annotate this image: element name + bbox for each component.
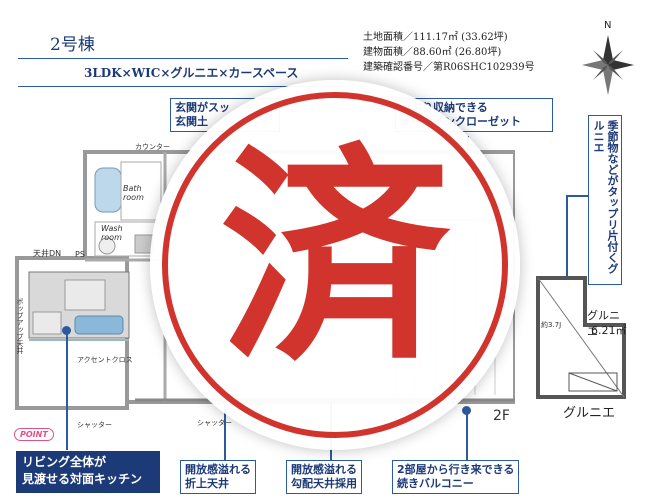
header-rule-top <box>18 58 348 59</box>
callout-entrance-line2: 玄関土 <box>175 115 208 128</box>
ceiling-fold-pointer <box>224 400 226 460</box>
callout-ceiling-slope-line1: 開放感溢れる <box>291 463 357 476</box>
callout-ceiling-fold-line2: 折上天井 <box>185 477 229 490</box>
callout-balcony-line2: 続きバルコニー <box>397 477 474 490</box>
header-rule-bottom <box>18 86 348 87</box>
callout-balcony: 2部屋から行き来できる 続きバルコニー <box>392 460 520 494</box>
point-callout: リビング全体が 見渡せる対面キッチン <box>16 451 160 493</box>
balcony-pointer <box>466 410 468 460</box>
ps-label: PS <box>75 250 85 259</box>
building-number: 2号棟 <box>50 35 95 55</box>
accent-cross-label: アクセントクロス <box>77 356 133 364</box>
building-area: 建物面積／88.60㎡ (26.80坪) <box>363 47 502 58</box>
gurunie-size: 約3.7J <box>541 321 562 329</box>
balcony-pointer-dot <box>462 406 471 415</box>
point-pointer-line <box>66 330 68 450</box>
shutter-label-1: シャッター <box>77 421 112 429</box>
land-area: 土地面積／111.17㎡ (33.62坪) <box>363 32 508 43</box>
permit-number: 建築確認番号／第R06SHC102939号 <box>363 62 535 73</box>
bath-label: Bath room <box>123 184 144 202</box>
layout-description: 3LDK×WIC×グルニエ×カースペース <box>84 66 299 80</box>
gurunie-room: 約3.7J グルニエ 6.21㎡ <box>535 275 627 400</box>
gurunie-area: 6.21㎡ <box>591 324 627 337</box>
callout-gurunie-pointer <box>568 195 588 197</box>
callout-entrance-line1: 玄関がスッ <box>175 101 230 114</box>
point-line1: リビング全体が <box>22 455 107 469</box>
compass-north-label: N <box>604 20 612 31</box>
callout-ceiling-fold-line1: 開放感溢れる <box>185 463 251 476</box>
wash-label: Wash room <box>101 224 123 242</box>
counter-label: カウンター <box>135 143 170 151</box>
stamp-ring <box>162 92 508 438</box>
gurunie-bottom-label: グルニエ <box>563 406 616 421</box>
callout-gurunie: 季節物などがタップリ片付くグルニエ <box>588 115 622 285</box>
callout-ceiling-slope: 開放感溢れる 勾配天井採用 <box>286 460 362 494</box>
floor-2f-label: 2F <box>493 408 510 424</box>
compass-icon: N <box>578 20 638 100</box>
stamp-character: 済 <box>219 123 450 393</box>
ceiling-dn-label: 天井DN <box>33 249 62 258</box>
callout-gurunie-pointer-v <box>566 195 568 295</box>
callout-balcony-line1: 2部屋から行き来できる <box>397 463 515 476</box>
popup-ceiling-label: ポップアップ天井 <box>16 298 24 354</box>
callout-ceiling-slope-line2: 勾配天井採用 <box>291 477 357 490</box>
point-pointer-dot <box>62 326 71 335</box>
callout-ceiling-fold: 開放感溢れる 折上天井 <box>180 460 256 494</box>
sold-stamp: 済 <box>150 80 520 450</box>
gurunie-name: グルニエ <box>587 309 620 338</box>
shutter-label-2: シャッター <box>197 419 232 427</box>
point-badge: POINT <box>14 428 54 441</box>
point-line2: 見渡せる対面キッチン <box>22 472 143 486</box>
